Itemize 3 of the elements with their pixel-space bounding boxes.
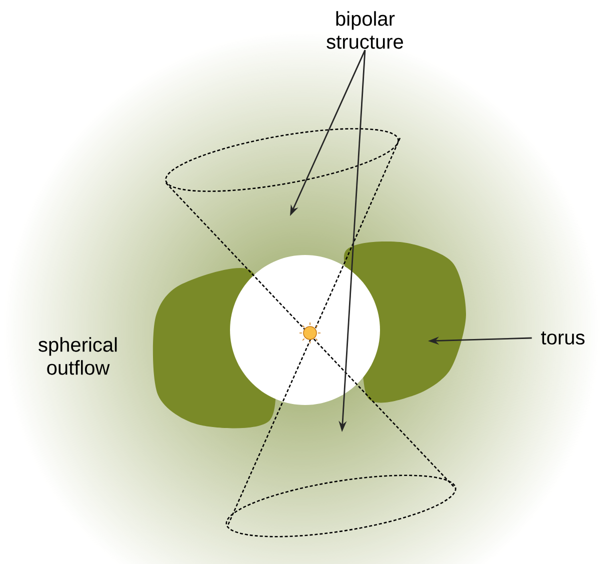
- text-label: bipolar structure: [326, 11, 403, 49]
- text-label: spherical outflow: [38, 337, 117, 375]
- text-label: torus: [541, 331, 584, 345]
